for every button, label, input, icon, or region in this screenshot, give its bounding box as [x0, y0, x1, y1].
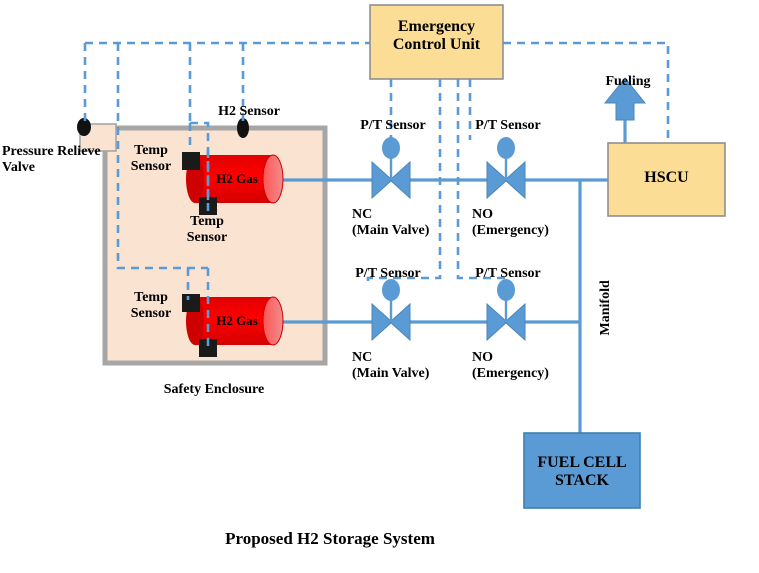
temp-sensor-block-lower-bottom[interactable]	[199, 339, 217, 357]
temp-sensor-label-upper-left: Temp Sensor	[130, 143, 172, 174]
h2-gas-label-upper: H2 Gas	[216, 171, 258, 186]
temp-sensor-label-upper-bottom: Temp Sensor	[186, 214, 228, 245]
manifold-label: Manifold	[598, 280, 614, 336]
control-signal-lines	[83, 41, 670, 347]
valve-nc-upper[interactable]	[371, 137, 411, 200]
valve-label-nc-upper: NC (Main Valve)	[352, 207, 430, 238]
pressure-relieve-valve[interactable]	[77, 118, 117, 152]
valve-label-nc-lower: NC (Main Valve)	[352, 350, 430, 381]
valve-no-upper[interactable]	[486, 137, 526, 200]
emergency-control-unit-label: Emergency Control Unit	[392, 18, 481, 53]
pt-sensor-label-2: P/T Sensor	[475, 118, 541, 133]
hscu-box[interactable]	[607, 142, 726, 217]
temp-sensor-block-upper-left[interactable]	[182, 152, 200, 170]
fuel-cell-stack-label: FUEL CELL STACK	[537, 454, 627, 489]
fueling-arrow-icon	[603, 77, 647, 121]
pipe-network	[280, 118, 627, 433]
fuel-cell-stack-box[interactable]	[523, 432, 641, 509]
temp-sensor-block-lower-left[interactable]	[182, 294, 200, 312]
hscu-label: HSCU	[644, 169, 689, 186]
h2-gas-label-lower: H2 Gas	[216, 313, 258, 328]
emergency-control-unit-box[interactable]	[369, 4, 504, 80]
valve-label-no-lower: NO (Emergency)	[472, 350, 549, 381]
valve-nc-lower[interactable]	[371, 279, 411, 342]
valve-label-no-upper: NO (Emergency)	[472, 207, 549, 238]
diagram-title: Proposed H2 Storage System	[225, 529, 435, 548]
temp-sensor-label-lower-left: Temp Sensor	[130, 290, 172, 321]
safety-enclosure-label: Safety Enclosure	[163, 382, 265, 397]
h2-sensor-icon[interactable]	[237, 118, 249, 138]
valve-no-lower[interactable]	[486, 279, 526, 342]
pressure-relieve-valve-label: Pressure Relieve Valve	[2, 144, 101, 175]
pt-sensor-label-4: P/T Sensor	[475, 266, 541, 281]
pt-sensor-label-1: P/T Sensor	[360, 118, 426, 133]
fueling-label: Fueling	[605, 74, 651, 89]
pt-sensor-label-3: P/T Sensor	[355, 266, 421, 281]
h2-sensor-label: H2 Sensor	[218, 104, 280, 119]
